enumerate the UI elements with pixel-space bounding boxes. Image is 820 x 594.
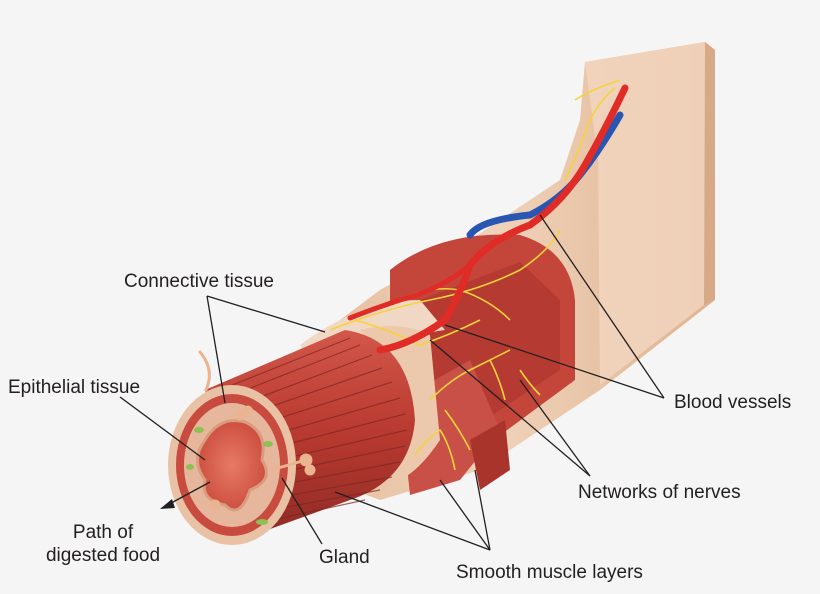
path-arrowhead — [160, 499, 175, 509]
glands — [198, 350, 316, 511]
leader-muscle-3 — [474, 469, 491, 551]
cross-section — [168, 385, 296, 545]
label-path-line1: Path of — [72, 522, 134, 543]
gland-dots — [186, 427, 273, 525]
leader-connective-2 — [206, 295, 326, 333]
blood-vessels — [347, 84, 629, 354]
label-gland: Gland — [319, 547, 370, 568]
leader-epithelial — [119, 396, 206, 461]
leader-vessels-1 — [444, 324, 665, 399]
leader-nerves-1 — [429, 339, 591, 477]
leader-connective-1 — [206, 295, 226, 404]
label-epithelial-tissue: Epithelial tissue — [8, 377, 141, 398]
leader-muscle-2 — [439, 479, 491, 551]
leader-lines — [119, 214, 665, 551]
label-blood-vessels: Blood vessels — [674, 392, 792, 413]
label-smooth-muscle-layers: Smooth muscle layers — [456, 562, 643, 583]
leader-vessels-2 — [539, 214, 665, 399]
label-connective-tissue: Connective tissue — [124, 271, 274, 292]
label-path-line2: digested food — [45, 545, 161, 566]
leader-nerves-2 — [519, 379, 591, 477]
label-networks-of-nerves: Networks of nerves — [578, 482, 741, 503]
leader-muscle-1 — [334, 491, 491, 551]
leader-gland — [281, 477, 323, 545]
